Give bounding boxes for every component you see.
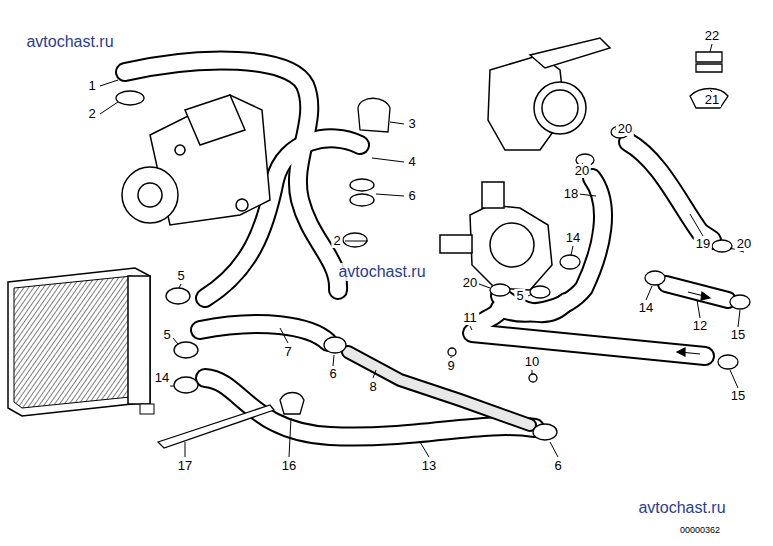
radiator	[8, 268, 154, 416]
callout-number: 21	[703, 93, 721, 107]
thermostat-housing	[440, 182, 552, 290]
watermark: avtochast.ru	[636, 499, 727, 517]
leader-lines	[100, 44, 744, 457]
callout-number: 7	[282, 345, 293, 359]
callout-number: 2	[86, 107, 97, 121]
watermark: avtochast.ru	[336, 263, 427, 281]
callout-number: 14	[637, 301, 655, 315]
water-pump	[122, 95, 270, 225]
callout-number: 16	[280, 459, 298, 473]
callout-number: 6	[552, 459, 563, 473]
callout-number: 6	[327, 367, 338, 381]
callout-number: 17	[176, 459, 194, 473]
callout-number: 18	[562, 187, 580, 201]
callout-number: 1	[86, 79, 97, 93]
callout-number: 14	[564, 231, 582, 245]
callout-number: 2	[331, 234, 342, 248]
callout-number: 20	[735, 237, 753, 251]
callout-number: 12	[691, 319, 709, 333]
hoses	[125, 61, 728, 437]
callout-number: 13	[420, 459, 438, 473]
callout-number: 11	[461, 311, 479, 325]
callout-number: 3	[406, 117, 417, 131]
callout-number: 5	[514, 289, 525, 303]
callout-number: 6	[406, 189, 417, 203]
flow-arrows	[677, 292, 710, 356]
callout-number: 20	[573, 164, 591, 178]
callout-number: 15	[729, 389, 747, 403]
hose-clamps	[116, 52, 750, 448]
callout-number: 20	[461, 276, 479, 290]
callout-number: 8	[367, 380, 378, 394]
callout-number: 15	[729, 328, 747, 342]
watermark: avtochast.ru	[24, 33, 115, 51]
callout-number: 20	[616, 122, 634, 136]
callout-number: 5	[161, 328, 172, 342]
callout-number: 9	[445, 359, 456, 373]
callout-number: 4	[406, 155, 417, 169]
drawing-number: 00000362	[680, 525, 720, 535]
throttle-body	[488, 38, 610, 150]
callout-number: 10	[523, 355, 541, 369]
callout-number: 5	[175, 269, 186, 283]
callout-number: 19	[694, 237, 712, 251]
callout-number: 14	[153, 371, 171, 385]
callout-number: 22	[703, 29, 721, 43]
